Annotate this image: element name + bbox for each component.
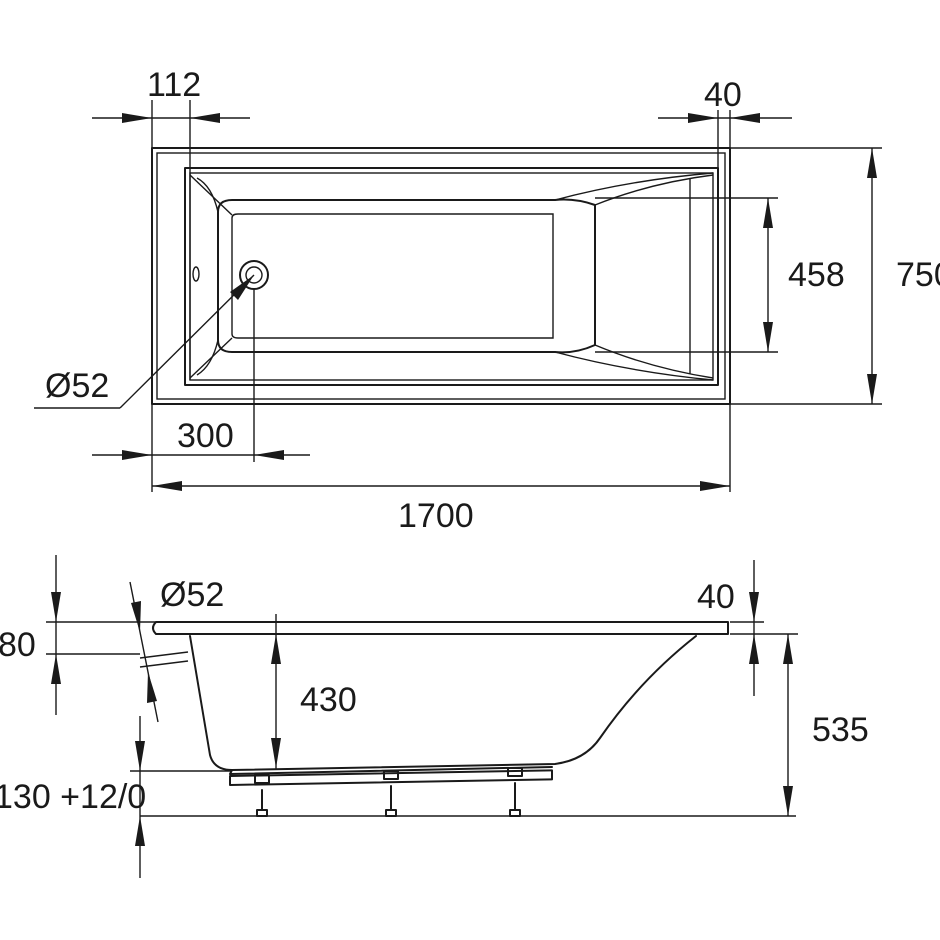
dimension-depth: 430 xyxy=(271,614,357,770)
dimension-overflow-height: 80 xyxy=(0,555,156,715)
dimension-rim-left: 112 xyxy=(92,66,250,380)
dimension-rim-thickness: 40 xyxy=(697,560,798,696)
top-view: 112 40 458 750 xyxy=(34,66,940,535)
headrest-top-b xyxy=(554,172,714,201)
dimension-rim-thickness-label: 40 xyxy=(697,578,735,616)
dimension-inner-width: 458 xyxy=(595,197,845,353)
dimension-rim-right-label: 40 xyxy=(704,76,742,114)
outer-rim-inner-line xyxy=(156,152,726,400)
tub-bottom-inner xyxy=(231,213,554,339)
headrest-bottom-b xyxy=(554,351,714,381)
dimension-total-length-label: 1700 xyxy=(398,497,474,535)
dimension-drain-offset-label: 300 xyxy=(177,417,234,455)
dimension-overflow-height-label: 80 xyxy=(0,626,36,664)
dimension-leg-height: 130 +12/0 xyxy=(0,716,232,878)
slope-left-top-b xyxy=(196,177,219,213)
dimension-total-width-label: 750 xyxy=(896,256,940,294)
side-view: Ø52 80 40 430 xyxy=(0,555,869,878)
dimension-total-width: 750 xyxy=(730,147,940,405)
outer-rim-outline xyxy=(151,147,731,405)
dimension-rim-left-label: 112 xyxy=(147,66,201,104)
slope-left-bottom-b xyxy=(196,339,219,376)
dimension-drain-label: Ø52 xyxy=(45,367,109,405)
side-leg-3 xyxy=(507,767,523,817)
tub-opening xyxy=(184,167,719,386)
side-leg-1 xyxy=(254,774,270,817)
side-leg-frame xyxy=(229,769,553,786)
dimension-drain: Ø52 xyxy=(34,274,255,409)
dimension-rim-right: 40 xyxy=(658,76,792,168)
dimension-overflow: Ø52 xyxy=(129,576,224,723)
dimension-overflow-label: Ø52 xyxy=(160,576,224,614)
slope-left-top xyxy=(189,174,233,216)
headrest-top xyxy=(594,174,714,206)
overflow-hole xyxy=(192,266,200,282)
dimension-total-length: 1700 xyxy=(152,404,731,535)
side-tub-body xyxy=(189,635,697,771)
drain-inner xyxy=(245,266,263,284)
side-leg-2 xyxy=(383,770,399,817)
slope-left-bottom xyxy=(189,337,233,379)
dimension-leg-height-label: 130 +12/0 xyxy=(0,778,146,816)
dimension-total-height-label: 535 xyxy=(812,711,869,749)
headrest-bottom xyxy=(594,344,714,379)
dimension-total-height: 535 xyxy=(140,634,869,817)
dimension-inner-width-label: 458 xyxy=(788,256,845,294)
dimension-drain-offset: 300 xyxy=(92,289,310,492)
side-rim xyxy=(152,621,729,635)
tub-bottom-outline xyxy=(217,198,596,354)
dimension-depth-label: 430 xyxy=(300,681,357,719)
